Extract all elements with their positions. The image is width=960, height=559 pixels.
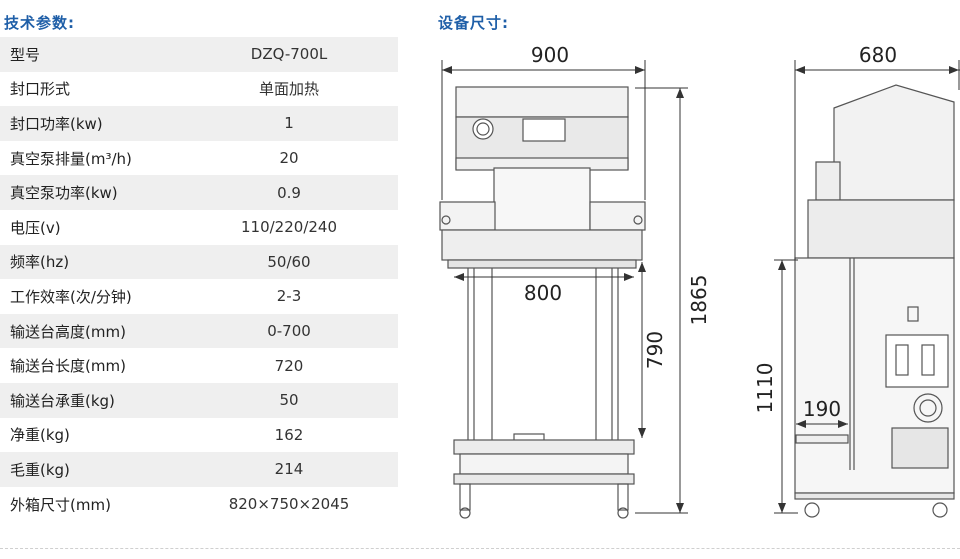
spec-row: 封口功率(kw)1: [0, 106, 398, 141]
spec-label: 输送台承重(kg): [0, 382, 180, 418]
spec-label: 外箱尺寸(mm): [0, 486, 180, 522]
spec-row: 输送台高度(mm)0-700: [0, 313, 398, 349]
spec-row: 真空泵排量(m³/h)20: [0, 140, 398, 176]
front-dimension-lines: [441, 60, 688, 514]
spec-label: 工作效率(次/分钟): [0, 279, 180, 314]
conveyor-width-label: 800: [524, 281, 562, 305]
spec-value: 162: [180, 417, 398, 453]
spec-value: 20: [180, 140, 398, 176]
front-width-label: 900: [531, 43, 569, 67]
dimensions-title: 设备尺寸:: [438, 14, 509, 32]
spec-value: 单面加热: [180, 71, 398, 107]
total-height-label: 1865: [687, 275, 711, 326]
spec-value: 214: [180, 452, 398, 487]
spec-label: 型号: [0, 37, 180, 72]
equipment-dimension-drawing: 900 800 790 1865: [439, 43, 960, 519]
spec-value: 50/60: [180, 244, 398, 280]
spec-row: 净重(kg)162: [0, 417, 398, 453]
specs-title: 技术参数:: [4, 14, 75, 32]
cabinet-height-label: 1110: [753, 363, 777, 414]
footer-divider: [0, 548, 960, 549]
conveyor-height-label: 790: [643, 331, 667, 369]
spec-label: 频率(hz): [0, 244, 180, 280]
spec-label: 电压(v): [0, 209, 180, 245]
spec-value: 1: [180, 106, 398, 141]
spec-row: 工作效率(次/分钟)2-3: [0, 279, 398, 314]
front-arrowheads: [442, 66, 684, 513]
front-view: [439, 86, 646, 519]
spec-label: 输送台长度(mm): [0, 348, 180, 383]
spec-value: 2-3: [180, 279, 398, 314]
spec-label: 毛重(kg): [0, 452, 180, 487]
spec-row: 频率(hz)50/60: [0, 244, 398, 280]
spec-label: 封口形式: [0, 71, 180, 107]
spec-row: 输送台承重(kg)50: [0, 382, 398, 418]
spec-value: 110/220/240: [180, 209, 398, 245]
spec-row: 封口形式单面加热: [0, 71, 398, 107]
spec-row: 电压(v)110/220/240: [0, 209, 398, 245]
spec-value: 50: [180, 382, 398, 418]
side-arrowheads: [778, 66, 959, 513]
side-width-label: 680: [859, 43, 897, 67]
spec-value: 820×750×2045: [180, 486, 398, 522]
spec-value: 0.9: [180, 175, 398, 210]
side-view: [794, 84, 955, 518]
spec-value: 0-700: [180, 313, 398, 349]
spec-label: 净重(kg): [0, 417, 180, 453]
spec-label: 真空泵排量(m³/h): [0, 140, 180, 176]
spec-label: 真空泵功率(kw): [0, 175, 180, 210]
spec-value: DZQ-700L: [180, 37, 398, 72]
pedal-offset-label: 190: [803, 397, 841, 421]
spec-row: 输送台长度(mm)720: [0, 348, 398, 383]
spec-value: 720: [180, 348, 398, 383]
spec-row: 外箱尺寸(mm)820×750×2045: [0, 486, 398, 522]
spec-label: 封口功率(kw): [0, 106, 180, 141]
spec-row: 毛重(kg)214: [0, 452, 398, 487]
spec-label: 输送台高度(mm): [0, 313, 180, 349]
spec-row: 真空泵功率(kw)0.9: [0, 175, 398, 210]
